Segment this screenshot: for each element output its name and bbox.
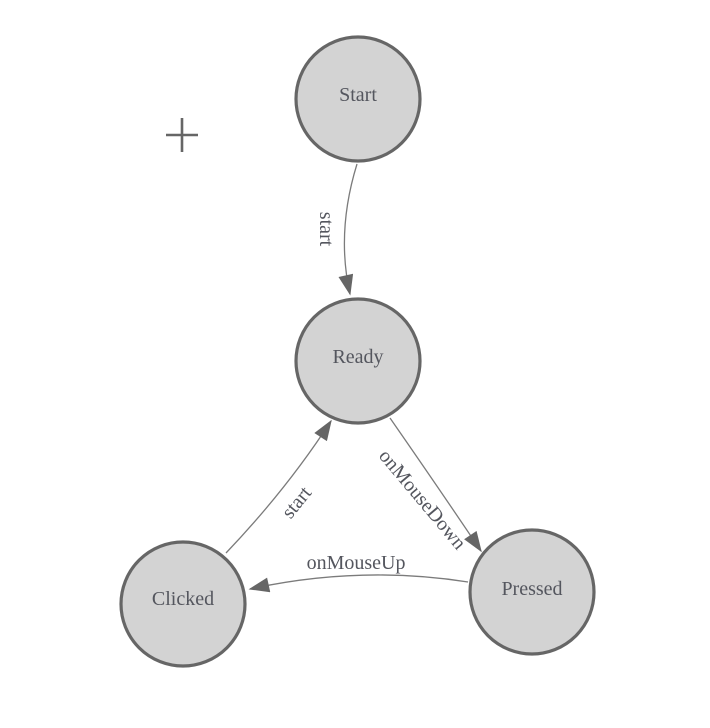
node-clicked-circle[interactable] [119, 540, 247, 668]
edge-ready-to-pressed[interactable] [389, 417, 482, 553]
node-ready[interactable]: Ready [294, 297, 422, 425]
node-ready-circle[interactable] [294, 297, 422, 425]
edge-clicked-to-ready[interactable] [225, 419, 332, 554]
edge-ready-to-pressed-label: onMouseDown [374, 445, 470, 554]
node-pressed-circle[interactable] [468, 528, 596, 656]
node-start-circle[interactable] [294, 35, 422, 163]
node-start-label: Start [339, 84, 377, 106]
node-pressed[interactable]: Pressed [468, 528, 596, 656]
nodes-layer: Start Ready Pressed Clicked [119, 35, 596, 668]
edge-pressed-to-clicked-label: onMouseUp [307, 552, 406, 574]
node-start[interactable]: Start [294, 35, 422, 163]
edge-start-to-ready[interactable] [338, 163, 358, 296]
node-clicked-label: Clicked [152, 588, 214, 610]
node-clicked[interactable]: Clicked [119, 540, 247, 668]
edge-pressed-to-clicked[interactable] [248, 574, 469, 593]
edge-start-to-ready-label: start [315, 212, 337, 247]
node-ready-label: Ready [332, 346, 383, 368]
crosshair-cursor-icon [166, 118, 198, 152]
node-pressed-label: Pressed [501, 578, 562, 600]
